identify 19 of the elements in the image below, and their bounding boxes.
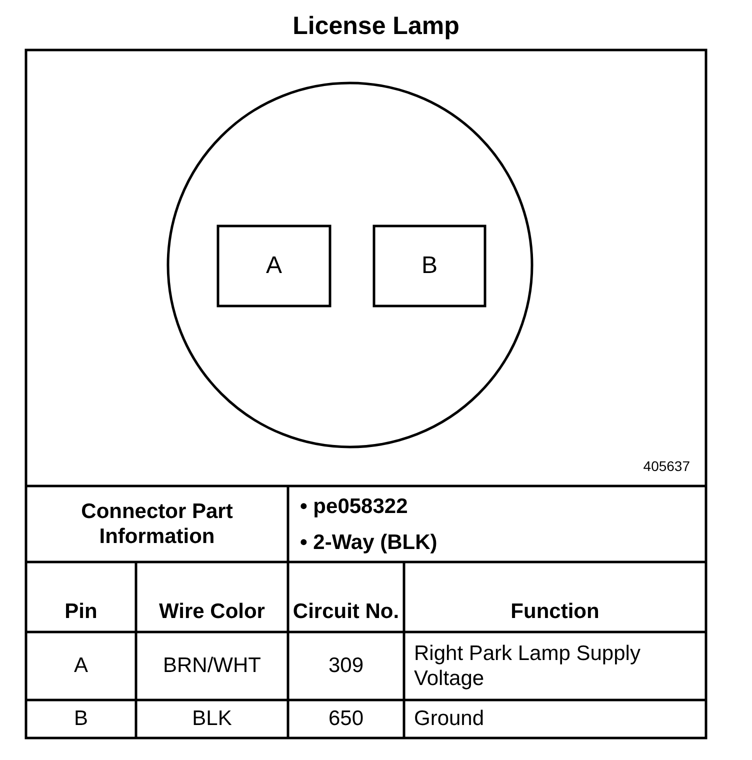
column-header: Function	[510, 598, 600, 624]
part-number: 405637	[643, 458, 690, 474]
connector-info: • 2-Way (BLK)	[300, 530, 438, 556]
table-header: Connector Part Information	[80, 498, 234, 550]
pin-letter: A	[266, 252, 282, 280]
connector-info: • pe058322	[300, 494, 408, 520]
table-cell: BRN/WHT	[163, 653, 261, 679]
table-cell: A	[74, 653, 88, 679]
column-header: Pin	[64, 598, 98, 624]
column-header: Circuit No.	[292, 598, 400, 624]
table-cell: 650	[328, 706, 364, 732]
table-cell: B	[74, 706, 88, 732]
table-cell-text: Right Park Lamp Supply Voltage	[414, 640, 642, 692]
title: License Lamp	[292, 12, 460, 41]
column-header: Wire Color	[159, 598, 265, 624]
table-cell: BLK	[192, 706, 232, 732]
table-cell: Ground	[414, 706, 484, 732]
table-cell: 309	[328, 653, 364, 679]
pin-letter: B	[421, 252, 438, 280]
